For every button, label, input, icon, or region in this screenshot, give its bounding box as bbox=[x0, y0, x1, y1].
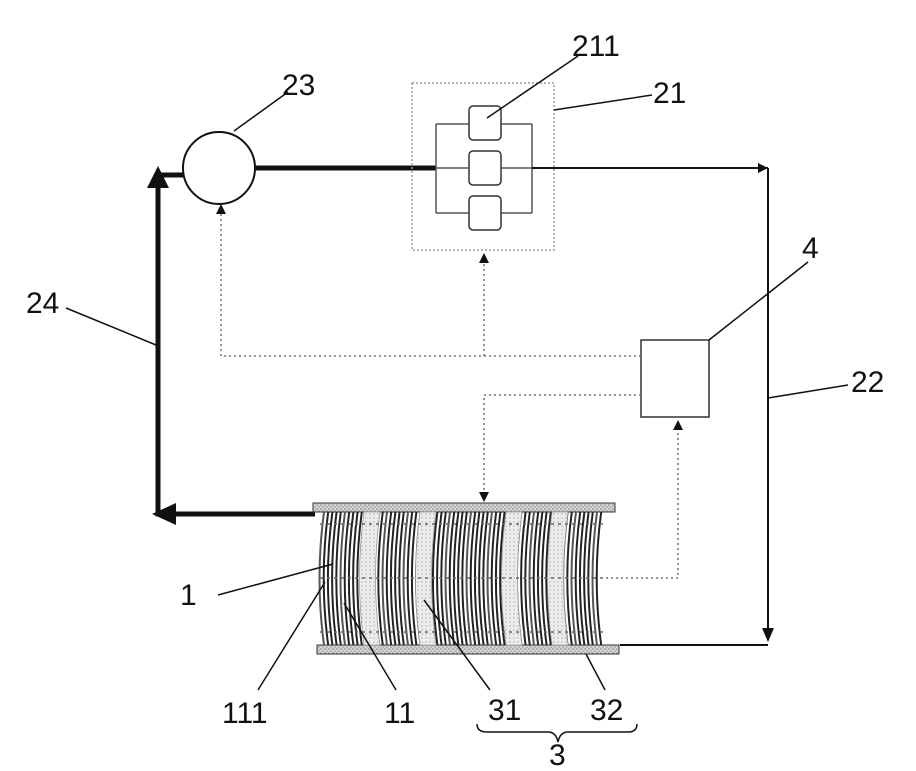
label-3: 3 bbox=[549, 739, 566, 771]
label-24: 24 bbox=[26, 287, 59, 320]
arrow-down-small-icon bbox=[479, 492, 489, 502]
plate-32-bottom bbox=[317, 645, 619, 654]
controller-4 bbox=[641, 340, 709, 417]
label-31: 31 bbox=[488, 694, 521, 727]
unit-211-c bbox=[469, 196, 501, 230]
arrow-up-small-icon bbox=[216, 204, 226, 214]
unit-211-b bbox=[469, 151, 501, 185]
label-23: 23 bbox=[282, 69, 315, 102]
label-22: 22 bbox=[851, 366, 884, 399]
label-1: 1 bbox=[180, 579, 197, 612]
label-111: 111 bbox=[222, 697, 268, 730]
arrow-up-small-icon bbox=[479, 253, 489, 263]
arrow-down-icon bbox=[762, 628, 774, 642]
spacer-31 bbox=[548, 512, 569, 645]
label-11: 11 bbox=[384, 697, 415, 730]
heat-exchanger-1 bbox=[313, 503, 619, 654]
pump-23 bbox=[183, 132, 255, 204]
arrow-up-small-icon bbox=[673, 420, 683, 430]
label-21: 21 bbox=[653, 77, 686, 110]
plate-32-top bbox=[313, 503, 615, 512]
label-32: 32 bbox=[590, 694, 623, 727]
label-211: 211 bbox=[572, 30, 620, 63]
label-4: 4 bbox=[802, 232, 819, 265]
return-pipe-24 bbox=[147, 166, 315, 525]
